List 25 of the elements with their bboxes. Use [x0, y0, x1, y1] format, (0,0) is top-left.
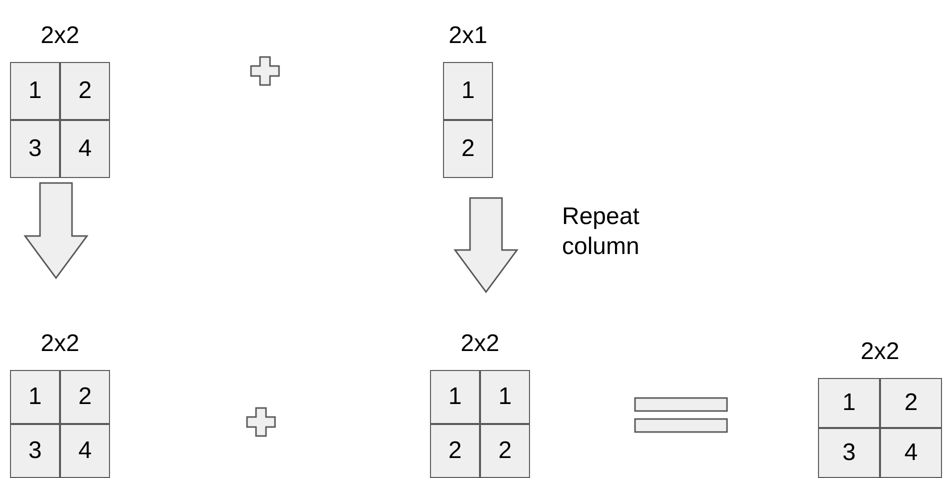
matrix-size-label: 2x1 — [448, 22, 488, 50]
matrix-cell: 2 — [880, 378, 942, 428]
matrix-cell: 4 — [60, 424, 110, 478]
matrix-cell: 4 — [60, 120, 110, 178]
matrix-cell: 3 — [10, 120, 60, 178]
matrix-cell: 2 — [60, 370, 110, 424]
matrix-cell: 1 — [10, 62, 60, 120]
block-arrow — [454, 197, 518, 294]
matrix-cell: 3 — [10, 424, 60, 478]
matrix-size-label: 2x2 — [860, 338, 900, 366]
matrix-cell: 2 — [443, 120, 493, 178]
matrix-size-label: 2x2 — [40, 330, 80, 358]
matrix-cell: 1 — [430, 370, 480, 424]
matrix-cell: 2 — [480, 424, 530, 478]
matrix-cell: 1 — [818, 378, 880, 428]
matrix-cell: 1 — [480, 370, 530, 424]
matrix-cell: 1 — [10, 370, 60, 424]
matrix-cell: 1 — [443, 62, 493, 120]
matrix-size-label: 2x2 — [460, 330, 500, 358]
matrix-cell: 2 — [430, 424, 480, 478]
block-arrow — [24, 182, 88, 280]
matrix-cell: 2 — [60, 62, 110, 120]
matrix-size-label: 2x2 — [40, 22, 80, 50]
matrix-cell: 3 — [818, 428, 880, 478]
matrix-cell: 4 — [880, 428, 942, 478]
